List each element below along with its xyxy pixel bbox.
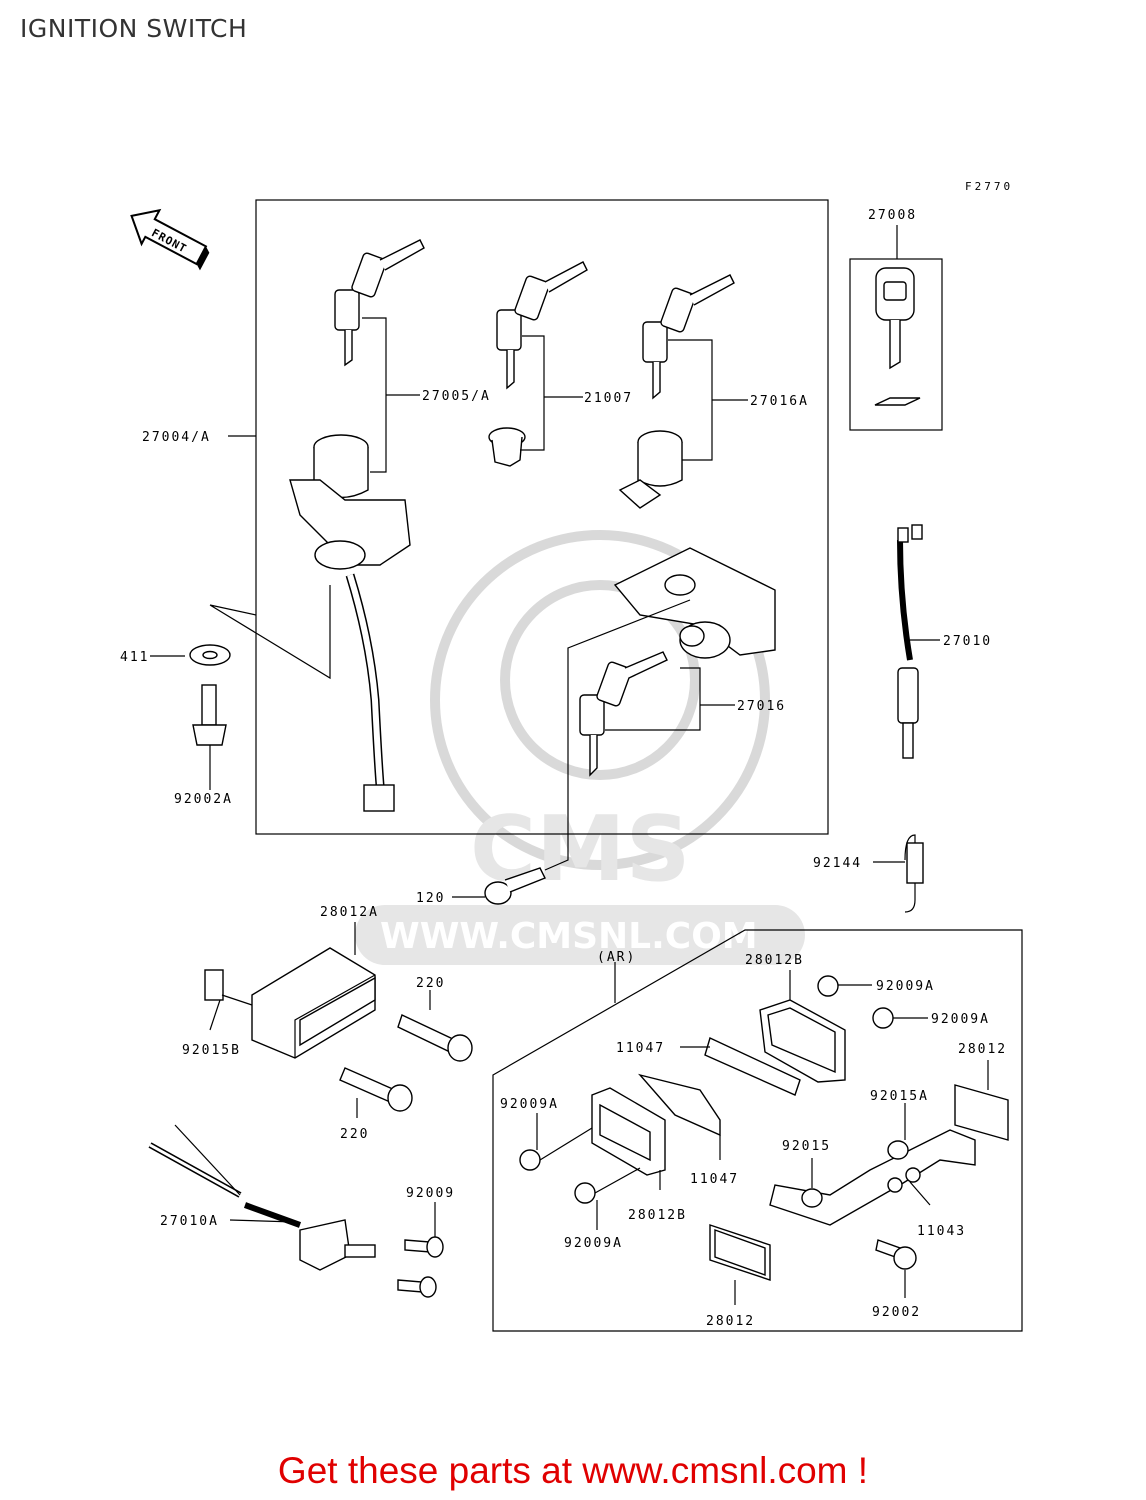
reflector-holder-icon [204,947,376,1059]
page-title: IGNITION SWITCH [20,14,248,43]
lock-cap-icon [488,427,526,467]
reflector-icon [591,1087,666,1176]
bolt-icon [192,684,227,746]
callout-27016: 27016 [737,699,786,714]
callout-92002a: 92002A [174,792,233,807]
callout-28012-right: 28012 [958,1042,1007,1057]
ignition-switch-icon [289,434,411,812]
reflector-icon [954,1084,1009,1141]
callout-120: 120 [416,891,445,906]
ignition-kit-box [255,199,829,835]
reflector-frame-icon [759,999,846,1083]
nut-icon [801,1140,909,1208]
key-pair-icon [642,274,735,400]
callout-27010a: 27010A [160,1214,219,1229]
callout-ar: (AR) [597,950,636,965]
spare-key-box [849,258,943,431]
bolt-icon [484,867,546,905]
key-pair-icon [496,261,588,390]
neutral-switch-icon [897,524,923,759]
callout-92144: 92144 [813,856,862,871]
parts-diagram: CMS WWW.CMSNL.COM FRONT [120,199,1023,1332]
callout-11043: 11043 [917,1224,966,1239]
front-arrow-icon: FRONT [130,208,210,271]
callout-220-lower: 220 [340,1127,369,1142]
screw-icon [397,1014,473,1062]
callout-28012a: 28012A [320,905,379,920]
callout-92009a-1: 92009A [876,979,935,994]
callout-28012-bottom: 28012 [706,1314,755,1329]
watermark-url: WWW.CMSNL.COM [380,916,758,957]
callout-92009a-3: 92009A [500,1097,559,1112]
callout-92009a-2: 92009A [931,1012,990,1027]
bracket-11047-icon [638,1037,801,1137]
callout-27010: 27010 [943,634,992,649]
callout-92015b: 92015B [182,1043,241,1058]
key-blank-icon [874,267,921,406]
brake-switch-icon [148,1124,376,1271]
screw-icon [397,1236,444,1298]
callout-11047-bottom: 11047 [690,1172,739,1187]
callout-28012b-bottom: 28012B [628,1208,687,1223]
bolt-icon [875,1239,917,1270]
callout-92009a-4: 92009A [564,1236,623,1251]
reflector-icon [709,1224,771,1281]
screw-icon [519,1149,596,1204]
seat-lock-icon [618,430,683,509]
callout-27016a: 27016A [750,394,809,409]
callout-92009: 92009 [406,1186,455,1201]
callout-28012b-top: 28012B [745,953,804,968]
callout-27005a: 27005/A [422,389,491,404]
callout-21007: 21007 [584,391,633,406]
footer-link[interactable]: Get these parts at www.cmsnl.com ! [277,1450,869,1491]
key-pair-icon [579,651,668,777]
callout-92015: 92015 [782,1139,831,1154]
callout-11047-top: 11047 [616,1041,665,1056]
callout-92015a: 92015A [870,1089,929,1104]
callout-92002: 92002 [872,1305,921,1320]
figure-code: F2770 [965,180,1014,193]
callout-220-upper: 220 [416,976,445,991]
key-pair-icon [334,239,425,367]
callout-411: 411 [120,650,149,665]
screw-icon [339,1067,413,1112]
screw-icon [817,975,894,1029]
spring-icon [904,834,924,913]
watermark-logo: CMS WWW.CMSNL.COM [355,530,805,965]
helmet-lock-icon [613,547,776,659]
ar-box [492,929,1023,1332]
callout-27008: 27008 [868,208,917,223]
callout-27004a: 27004/A [142,430,211,445]
